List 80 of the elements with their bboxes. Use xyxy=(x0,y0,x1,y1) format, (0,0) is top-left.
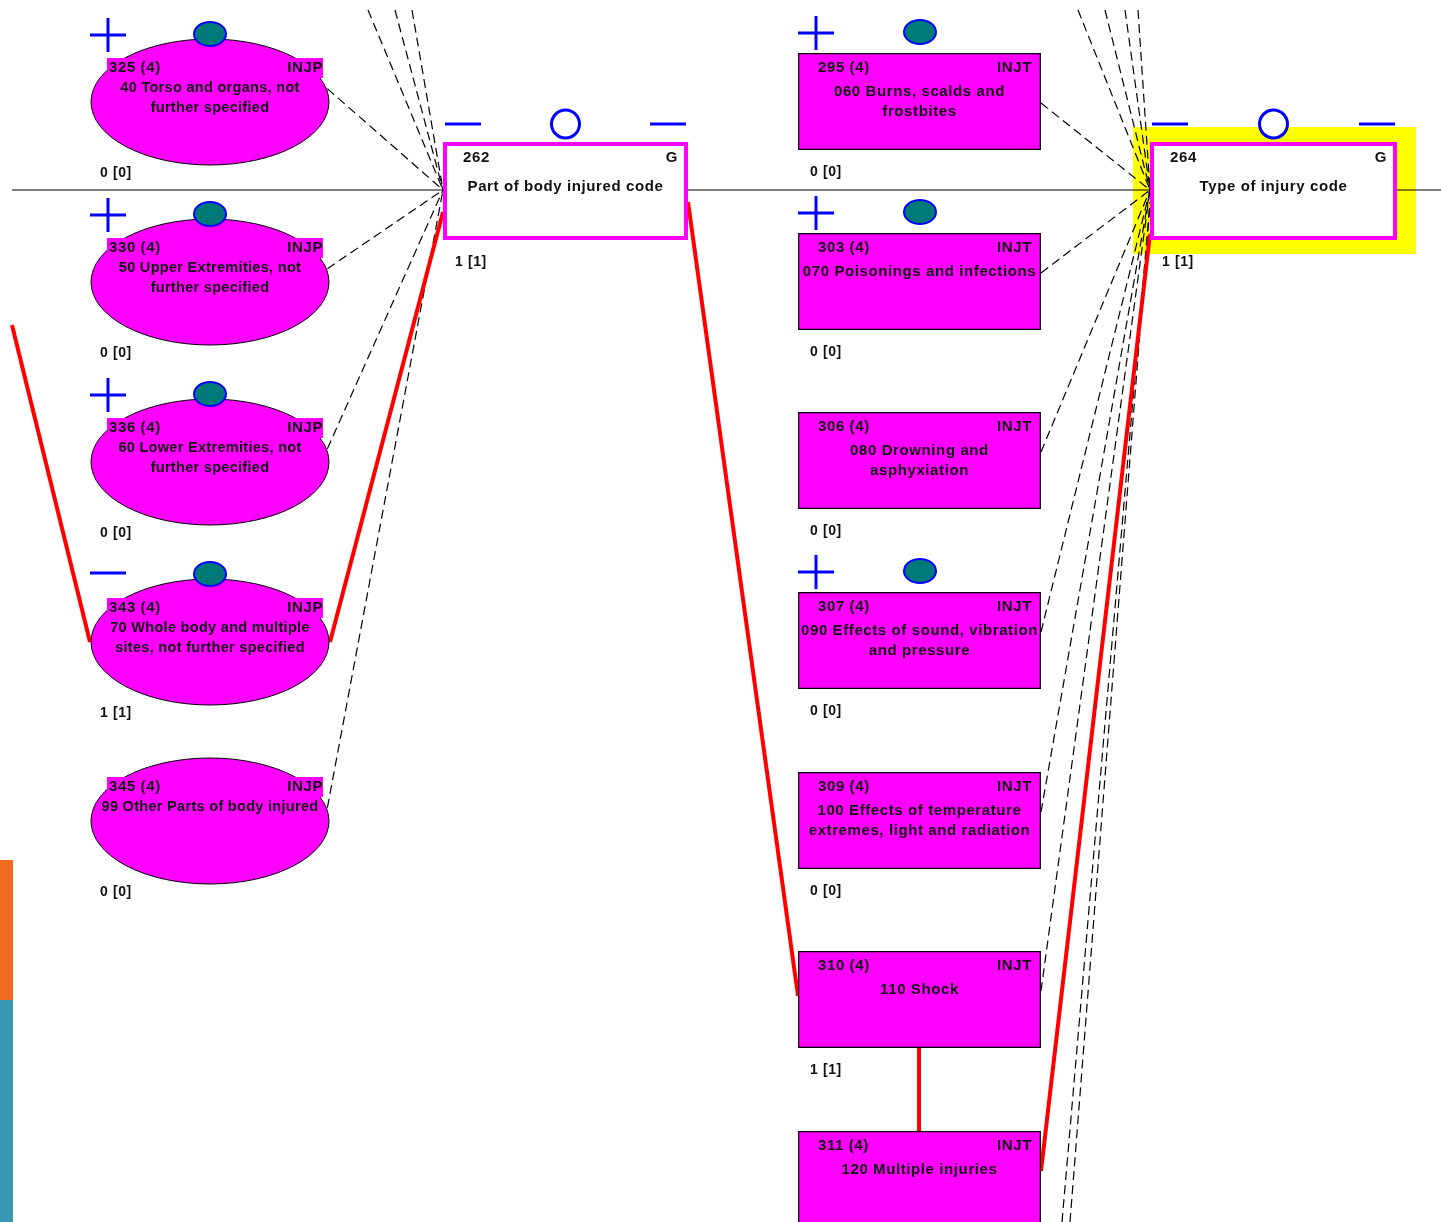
node-id: 307 (4) xyxy=(818,596,870,616)
node-id: 295 (4) xyxy=(818,57,870,77)
node-title: 100 Effects of temperature extremes, light and radiation xyxy=(807,800,1032,840)
node-id: 343 (4) xyxy=(109,597,161,617)
node-title: 090 Effects of sound, vibration and pressure xyxy=(800,620,1039,660)
node-title: 080 Drowning and asphyxiation xyxy=(849,440,990,480)
node-type: INJT xyxy=(997,237,1032,257)
link-line xyxy=(1396,189,1441,191)
count-label: 0 [0] xyxy=(810,702,842,718)
node-type: INJT xyxy=(997,416,1032,436)
link-line xyxy=(10,324,92,643)
ellipse-node xyxy=(90,38,330,166)
state-box xyxy=(798,592,1041,689)
node-id: 306 (4) xyxy=(818,416,870,436)
node-title: 70 Whole body and multiple sites, not further specified xyxy=(109,618,311,657)
count-label: 0 [0] xyxy=(100,164,132,180)
link-line xyxy=(917,1048,921,1131)
state-box xyxy=(798,412,1041,509)
node-title: 40 Torso and organs, not further specified xyxy=(119,78,301,117)
count-label: 0 [0] xyxy=(810,522,842,538)
node-type: INJP xyxy=(287,597,323,617)
count-label: 1 [1] xyxy=(810,1061,842,1077)
node-title: 060 Burns, scalds and frostbites xyxy=(833,81,1006,121)
count-label: 0 [0] xyxy=(810,343,842,359)
node-type: INJP xyxy=(287,776,323,796)
node-title: 110 Shock xyxy=(879,979,960,999)
dashed-link xyxy=(1104,9,1151,191)
link-line xyxy=(11,189,444,191)
node-type: INJP xyxy=(287,417,323,437)
link-line xyxy=(328,211,445,643)
dashed-link xyxy=(394,9,444,191)
node-type: INJP xyxy=(287,237,323,257)
ellipse-node xyxy=(90,578,330,706)
node-title: 60 Lower Extremities, not further specified xyxy=(117,438,303,477)
node-id: 310 (4) xyxy=(818,955,870,975)
ellipse-node xyxy=(90,757,330,885)
node-id: 311 (4) xyxy=(818,1135,869,1155)
state-box xyxy=(798,1131,1041,1222)
node-type: INJT xyxy=(997,776,1032,796)
node-id: 336 (4) xyxy=(109,417,161,437)
node-type: INJT xyxy=(997,57,1032,77)
node-type: INJP xyxy=(287,57,323,77)
state-box xyxy=(798,772,1041,869)
node-type: G xyxy=(1374,147,1387,167)
node-id: 262 xyxy=(463,147,490,167)
dashed-link xyxy=(326,189,444,450)
node-title: 50 Upper Extremities, not further specified xyxy=(117,258,303,297)
node-type: G xyxy=(665,147,678,167)
count-label: 1 [1] xyxy=(1162,253,1194,269)
count-label: 0 [0] xyxy=(100,883,132,899)
node-id: 330 (4) xyxy=(109,237,161,257)
link-line xyxy=(687,189,1151,191)
state-box xyxy=(798,53,1041,150)
count-label: 1 [1] xyxy=(100,704,132,720)
state-box xyxy=(798,233,1041,330)
dashed-link xyxy=(1040,189,1151,274)
count-label: 0 [0] xyxy=(810,882,842,898)
count-label: 0 [0] xyxy=(100,344,132,360)
ellipse-node xyxy=(90,398,330,526)
node-id: 264 xyxy=(1170,147,1197,167)
node-id: 345 (4) xyxy=(109,776,161,796)
variable-box xyxy=(1150,142,1397,240)
node-id: 309 (4) xyxy=(818,776,870,796)
ellipse-node xyxy=(90,218,330,346)
node-type: INJT xyxy=(997,955,1032,975)
node-id: 303 (4) xyxy=(818,237,870,257)
node-title: 99 Other Parts of body injured xyxy=(100,797,320,816)
node-title: 070 Poisonings and infections xyxy=(801,261,1038,281)
dashed-link xyxy=(1077,9,1151,191)
node-title: Part of body injured code xyxy=(466,176,665,196)
variable-box xyxy=(443,142,688,240)
node-title: 120 Multiple injuries xyxy=(840,1159,999,1179)
count-label: 0 [0] xyxy=(100,524,132,540)
node-type: INJT xyxy=(997,596,1032,616)
state-box xyxy=(798,951,1041,1048)
count-label: 0 [0] xyxy=(810,163,842,179)
node-type: INJT xyxy=(997,1135,1032,1155)
count-label: 1 [1] xyxy=(455,253,487,269)
node-title: Type of injury code xyxy=(1198,176,1349,196)
node-id: 325 (4) xyxy=(109,57,161,77)
